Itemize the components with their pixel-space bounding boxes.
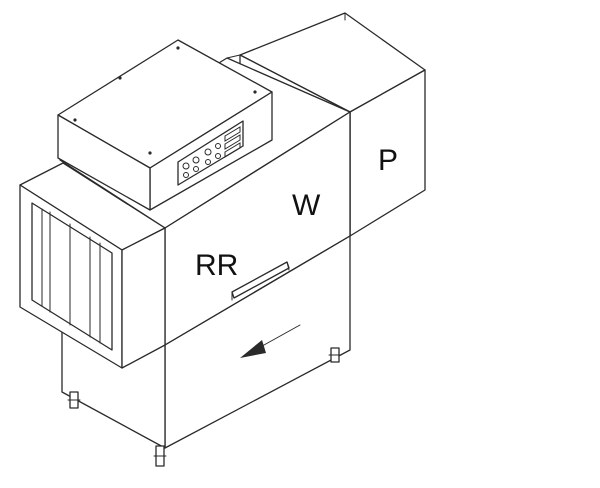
prerinse-label: RR (195, 249, 238, 282)
leg-front-center (153, 445, 167, 467)
final-rinse-label: P (378, 144, 398, 177)
control-panel-icon (177, 120, 244, 186)
arrow-left-icon (240, 324, 301, 358)
entry-hood (19, 162, 166, 369)
leg-back-right (328, 347, 342, 363)
wash-label: W (292, 189, 321, 222)
handle-icon (231, 261, 290, 301)
leg-front-left (67, 391, 81, 409)
